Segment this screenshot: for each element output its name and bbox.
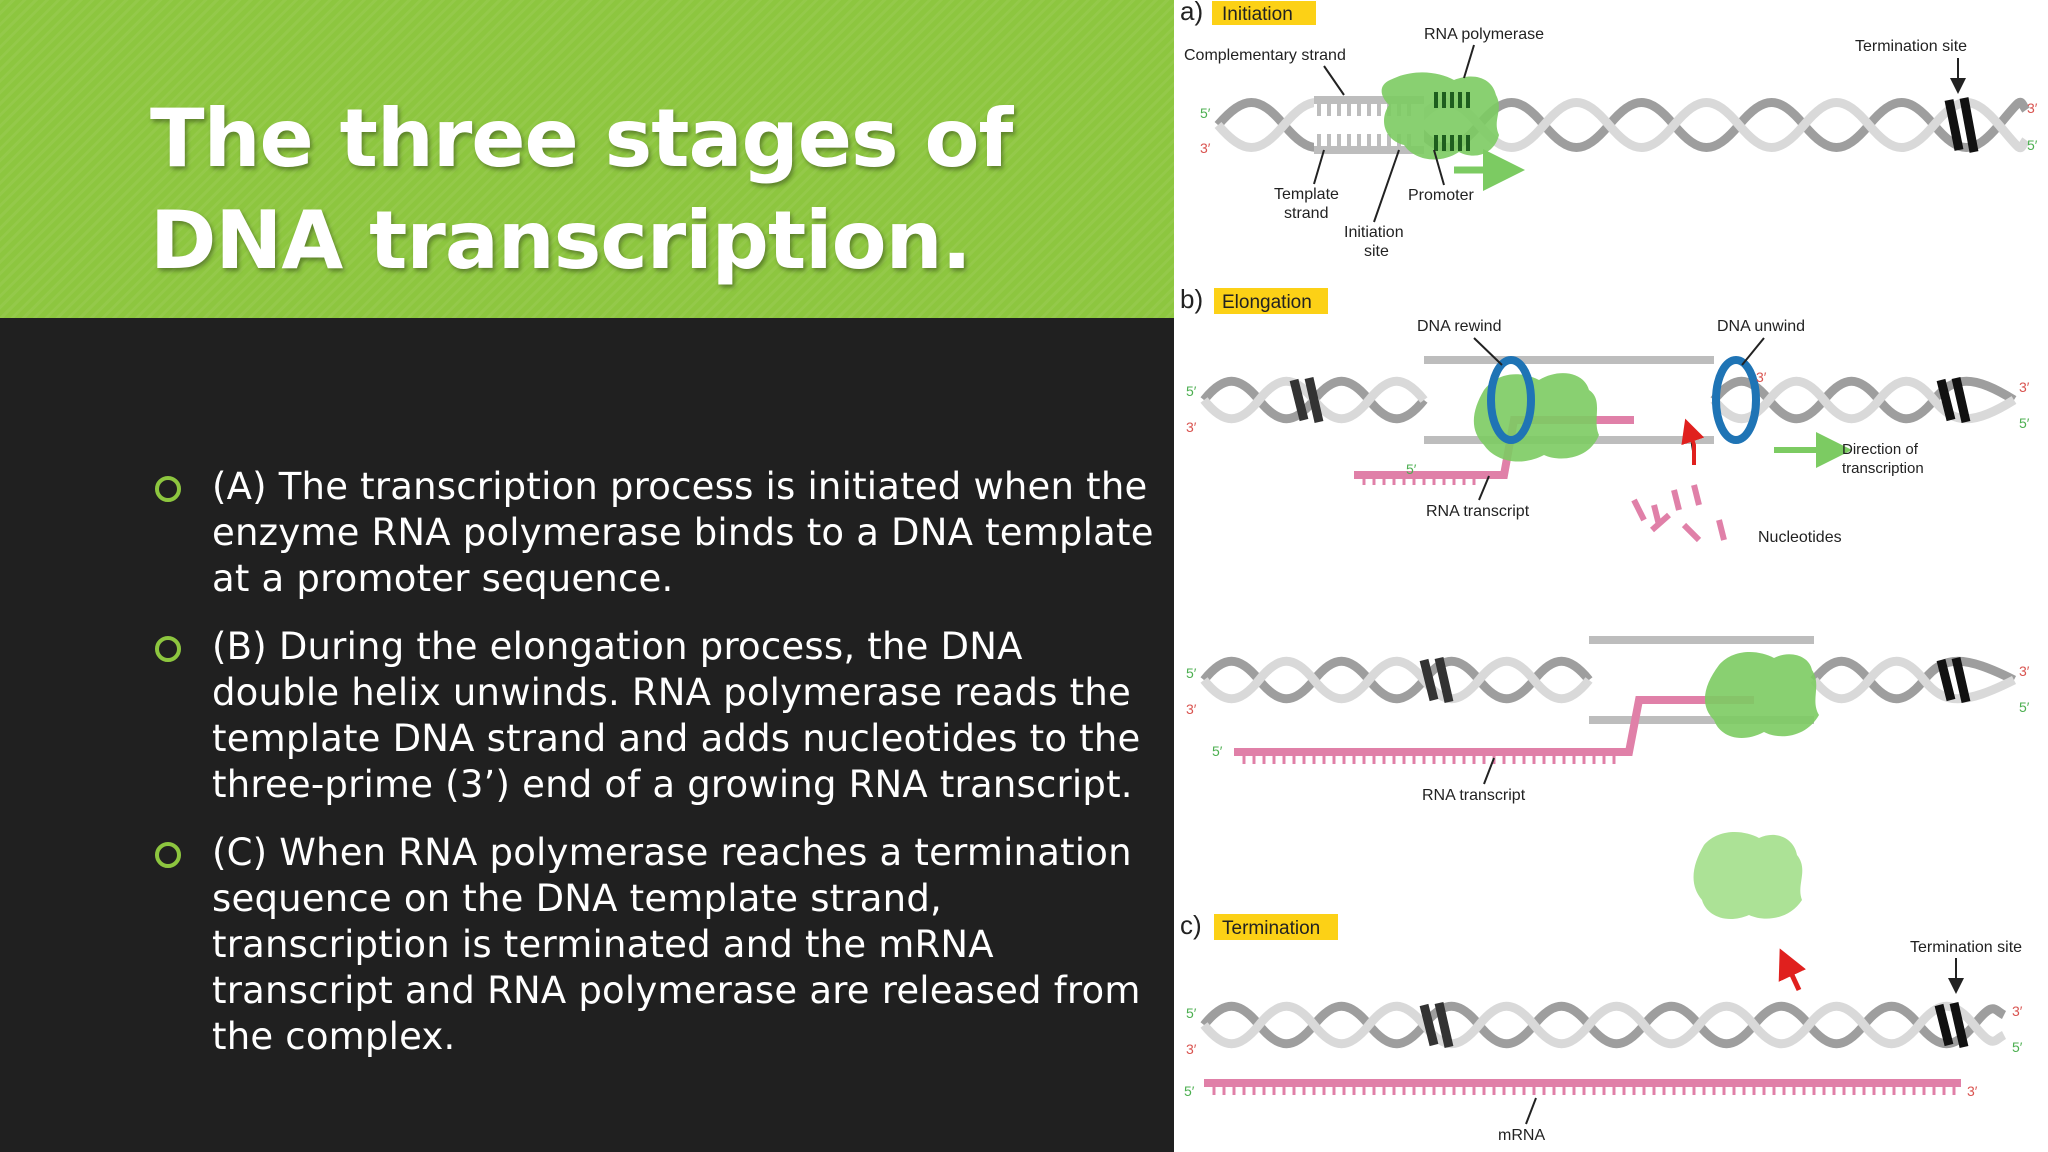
bullet-circle-icon bbox=[155, 636, 181, 662]
nucleotides bbox=[1631, 484, 1727, 543]
label-initiation-site-2: site bbox=[1364, 243, 1389, 260]
end-label: 3′ bbox=[1186, 701, 1197, 717]
end-label: 5′ bbox=[2019, 415, 2030, 431]
bullet-text: (A) The transcription process is initiat… bbox=[212, 465, 1154, 600]
end-label: 5′ bbox=[2027, 137, 2038, 153]
transcription-diagram: a) Initiation Complementary strand RNA p… bbox=[1180, 0, 2038, 1144]
title-band bbox=[0, 0, 1174, 318]
bullet-termination: (C) When RNA polymerase reaches a termin… bbox=[150, 830, 1160, 1060]
slide-title: The three stages of DNA transcription. bbox=[150, 92, 1013, 287]
end-label: 3′ bbox=[2019, 663, 2030, 679]
dna-helix-b2 bbox=[1200, 636, 2017, 724]
label-dna-unwind: DNA unwind bbox=[1717, 318, 1805, 335]
label-template-strand-2: strand bbox=[1284, 205, 1328, 222]
panel-a-letter: a) bbox=[1180, 0, 1203, 26]
end-label: 5′ bbox=[1406, 461, 1417, 477]
end-label: 3′ bbox=[1186, 419, 1197, 435]
end-label: 5′ bbox=[1186, 665, 1197, 681]
dna-helix-c bbox=[1200, 1001, 2007, 1049]
bullet-initiation: (A) The transcription process is initiat… bbox=[150, 464, 1160, 602]
label-nucleotides: Nucleotides bbox=[1758, 529, 1842, 546]
stage-label-bg bbox=[1212, 1, 1316, 25]
label-direction-2: transcription bbox=[1842, 460, 1924, 477]
end-label: 5′ bbox=[1184, 1083, 1195, 1099]
end-label: 3′ bbox=[2027, 100, 2038, 116]
release-arrow bbox=[1778, 948, 1806, 992]
stage-label-bg bbox=[1214, 288, 1328, 314]
end-label: 5′ bbox=[1200, 105, 1211, 121]
panel-c-letter: c) bbox=[1180, 910, 1202, 940]
end-label: 5′ bbox=[1186, 383, 1197, 399]
end-label: 3′ bbox=[2012, 1003, 2023, 1019]
end-label: 3′ bbox=[1200, 140, 1211, 156]
stage-label-initiation: Initiation bbox=[1222, 4, 1293, 25]
label-rna-transcript-2: RNA transcript bbox=[1422, 787, 1526, 804]
transcription-figure: a) Initiation Complementary strand RNA p… bbox=[1174, 0, 2048, 1152]
label-termination-site-c: Termination site bbox=[1910, 939, 2022, 956]
bullet-elongation: (B) During the elongation process, the D… bbox=[150, 624, 1160, 808]
bullet-text: (B) During the elongation process, the D… bbox=[212, 625, 1141, 806]
dna-helix-b1 bbox=[1200, 356, 2017, 444]
panel-a-initiation: a) Initiation Complementary strand RNA p… bbox=[1180, 0, 2038, 260]
dna-helix-a bbox=[1214, 90, 2030, 160]
rna-transcript-b2 bbox=[1234, 696, 1754, 756]
end-label: 3′ bbox=[1967, 1083, 1978, 1099]
label-complementary-strand: Complementary strand bbox=[1184, 47, 1346, 64]
label-initiation-site-1: Initiation bbox=[1344, 224, 1404, 241]
end-label: 5′ bbox=[2019, 699, 2030, 715]
panel-b-elongation: b) Elongation bbox=[1180, 284, 2030, 804]
stage-label-bg bbox=[1214, 914, 1338, 940]
label-promoter: Promoter bbox=[1408, 187, 1474, 204]
label-dna-rewind: DNA rewind bbox=[1417, 318, 1501, 335]
bullet-list: (A) The transcription process is initiat… bbox=[150, 464, 1160, 1082]
unwind-helicase bbox=[1712, 356, 1760, 444]
panel-c-termination: c) Termination Termination site mRNA 5′ … bbox=[1180, 832, 2023, 1144]
label-mrna: mRNA bbox=[1498, 1127, 1545, 1144]
released-polymerase bbox=[1693, 832, 1803, 920]
bullet-circle-icon bbox=[155, 476, 181, 502]
label-termination-site: Termination site bbox=[1855, 38, 1967, 55]
bullet-text: (C) When RNA polymerase reaches a termin… bbox=[212, 831, 1141, 1058]
end-label: 3′ bbox=[1756, 369, 1767, 385]
label-rna-transcript: RNA transcript bbox=[1426, 503, 1530, 520]
stage-label-elongation: Elongation bbox=[1222, 292, 1312, 313]
rna-polymerase-blob bbox=[1704, 652, 1819, 739]
label-template-strand-1: Template bbox=[1274, 186, 1339, 203]
end-label: 5′ bbox=[1212, 743, 1223, 759]
rewind-helicase bbox=[1487, 356, 1535, 444]
end-label: 5′ bbox=[1186, 1005, 1197, 1021]
end-label: 5′ bbox=[2012, 1039, 2023, 1055]
body-panel bbox=[0, 318, 1174, 1152]
end-label: 3′ bbox=[1186, 1041, 1197, 1057]
label-rna-polymerase: RNA polymerase bbox=[1424, 26, 1544, 43]
end-label: 3′ bbox=[2019, 379, 2030, 395]
label-direction-1: Direction of bbox=[1842, 441, 1919, 458]
stage-label-termination: Termination bbox=[1222, 918, 1320, 939]
panel-b-letter: b) bbox=[1180, 284, 1203, 314]
bullet-circle-icon bbox=[155, 842, 181, 868]
